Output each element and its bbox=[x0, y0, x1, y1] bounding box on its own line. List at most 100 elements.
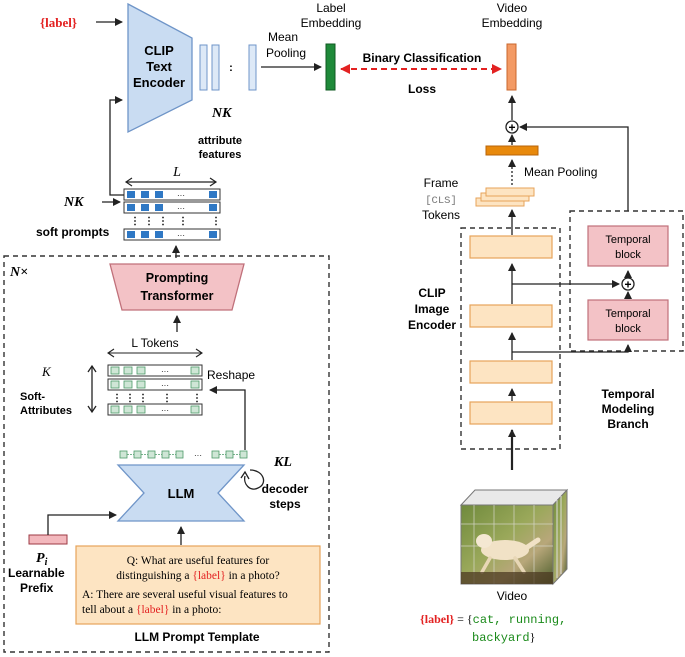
video-label: Video bbox=[497, 589, 528, 603]
soft-prompt-token bbox=[155, 191, 163, 198]
llm-output-token bbox=[119, 450, 128, 459]
prompting-transformer bbox=[109, 263, 245, 311]
frame-cls-token bbox=[485, 187, 535, 197]
soft-attribute-vdots: ⋮ bbox=[162, 393, 172, 404]
temporal-block-1 bbox=[587, 299, 669, 341]
temporal-block-1-title-1: Temporal bbox=[605, 308, 650, 320]
learnable-prefix-bar bbox=[28, 534, 68, 545]
mean-pooling-bar bbox=[485, 145, 539, 156]
fusion-add-symbol-temporal: + bbox=[624, 278, 631, 292]
soft-prompt-token bbox=[127, 231, 135, 238]
learnable-prefix-label-1: Learnable bbox=[8, 566, 65, 580]
llm-output-token bbox=[161, 450, 170, 459]
k-dimension-arrowhead-top bbox=[87, 364, 97, 373]
encoder-layer-2 bbox=[469, 360, 553, 384]
soft-attribute-vdots: ⋮ bbox=[192, 393, 202, 404]
clip-image-encoder-title-3: Encoder bbox=[408, 318, 456, 332]
l-dimension-label: L bbox=[172, 165, 181, 180]
soft-prompts-label: soft prompts bbox=[36, 225, 110, 239]
soft-prompt-row-dots: ··· bbox=[177, 231, 185, 240]
encoder-to-temporal-block-1-arrow bbox=[512, 344, 632, 353]
soft-attribute-token bbox=[110, 405, 120, 414]
soft-prompt-token bbox=[141, 231, 149, 238]
soft-prompt-row-2 bbox=[123, 201, 221, 214]
prompting-transformer-title-2: Transformer bbox=[141, 289, 214, 303]
decoder-steps-label-2: steps bbox=[269, 497, 301, 511]
soft-attribute-row-dots: ··· bbox=[161, 381, 169, 390]
soft-prompt-token bbox=[209, 231, 217, 238]
soft-prompt-row-last bbox=[123, 228, 221, 241]
frame-cls-tokens-label-3: Tokens bbox=[422, 208, 460, 222]
binary-classification-label: Binary Classification bbox=[363, 51, 482, 65]
clip-text-encoder-title-3: Encoder bbox=[133, 75, 185, 90]
soft-prompt-token bbox=[155, 204, 163, 211]
soft-attribute-rows: ··· ··· ⋮ ⋮ ⋮ ⋮ ⋮ ··· bbox=[107, 364, 203, 416]
encoder-layer-1 bbox=[469, 401, 553, 425]
attribute-feature-dots: : bbox=[229, 62, 233, 74]
soft-prompts-to-encoder-arrow bbox=[109, 96, 124, 196]
l-tokens-arrowhead-left bbox=[107, 348, 115, 358]
soft-attribute-token bbox=[123, 380, 133, 389]
temporal-modeling-title-3: Branch bbox=[607, 417, 648, 431]
label-embedding-title-1: Label bbox=[316, 1, 345, 15]
clip-image-encoder-title-2: Image bbox=[415, 302, 450, 316]
soft-prompt-token bbox=[141, 204, 149, 211]
llm-output-token bbox=[211, 450, 220, 459]
mean-pooling-text-1: Mean bbox=[268, 30, 298, 44]
soft-prompt-vdots: ⋮ bbox=[158, 216, 168, 227]
decoder-steps-label-1: decoder bbox=[262, 482, 309, 496]
k-label: K bbox=[41, 364, 52, 379]
llm-title: LLM bbox=[168, 486, 195, 501]
llm-prompt-template-box bbox=[75, 545, 321, 625]
temporal-block-2-title-2: block bbox=[615, 249, 641, 261]
video-frames-stack bbox=[459, 488, 569, 586]
soft-prompt-vdots: ⋮ bbox=[130, 216, 140, 227]
mean-pooling-label: Mean Pooling bbox=[524, 165, 597, 179]
fusion-add-symbol-top: + bbox=[508, 121, 515, 135]
frame-cls-tokens-label-2: [CLS] bbox=[425, 195, 457, 207]
cat-figure bbox=[481, 540, 529, 560]
temporal-branch-to-fusion-arrow bbox=[519, 123, 629, 211]
llm-output-token bbox=[225, 450, 234, 459]
n-times-label: N× bbox=[9, 265, 28, 280]
decoder-loop-arrowhead bbox=[240, 470, 250, 480]
soft-prompt-vdots: ⋮ bbox=[211, 216, 221, 227]
clip-image-encoder-box bbox=[460, 227, 561, 450]
video-embedding-title-2: Embedding bbox=[482, 16, 543, 30]
fusion-add-node-temporal bbox=[621, 277, 635, 291]
temporal-block-2-title-1: Temporal bbox=[605, 234, 650, 246]
soft-prompt-vdots: ⋮ bbox=[144, 216, 154, 227]
temporal-block-1-title-2: block bbox=[615, 323, 641, 335]
soft-attribute-vdots: ⋮ bbox=[112, 393, 122, 404]
p-i-label: Pi bbox=[36, 551, 48, 568]
soft-attribute-row-2 bbox=[107, 378, 203, 391]
soft-attribute-token bbox=[110, 366, 120, 375]
soft-attribute-row-last bbox=[107, 403, 203, 416]
soft-prompt-rows: ··· ··· ⋮ ⋮ ⋮ ⋮ ⋮ ··· bbox=[123, 188, 221, 241]
reshape-label: Reshape bbox=[207, 368, 255, 382]
llm-block bbox=[116, 464, 246, 522]
soft-attribute-token bbox=[190, 405, 200, 414]
attribute-feature-bar-1 bbox=[199, 44, 208, 91]
soft-attribute-token bbox=[123, 366, 133, 375]
llm-output-token bbox=[175, 450, 184, 459]
nk-label-top: NK bbox=[211, 106, 233, 121]
l-dimension-arrowhead-right bbox=[209, 177, 218, 187]
llm-output-dots: ··· bbox=[194, 451, 202, 460]
temporal-block-2 bbox=[587, 225, 669, 267]
attribute-features-label-2: features bbox=[199, 149, 242, 161]
video-embedding-bar bbox=[506, 43, 517, 91]
temporal-modeling-title-1: Temporal bbox=[601, 387, 654, 401]
nk-label-soft-prompts: NK bbox=[63, 195, 85, 210]
mean-pooling-text-2: Pooling bbox=[266, 46, 306, 60]
attribute-feature-bar-2 bbox=[211, 44, 220, 91]
reshape-arrow bbox=[209, 386, 246, 450]
soft-attribute-row-dots: ··· bbox=[161, 406, 169, 415]
soft-prompt-token bbox=[155, 231, 163, 238]
llm-prompt-template-title: LLM Prompt Template bbox=[134, 630, 259, 644]
soft-attributes-label-1: Soft- bbox=[20, 391, 45, 403]
prompt-question-line-2: distinguishing a {label} in a photo? bbox=[116, 570, 279, 582]
soft-prompt-row-1 bbox=[123, 188, 221, 201]
soft-attribute-token bbox=[136, 366, 146, 375]
